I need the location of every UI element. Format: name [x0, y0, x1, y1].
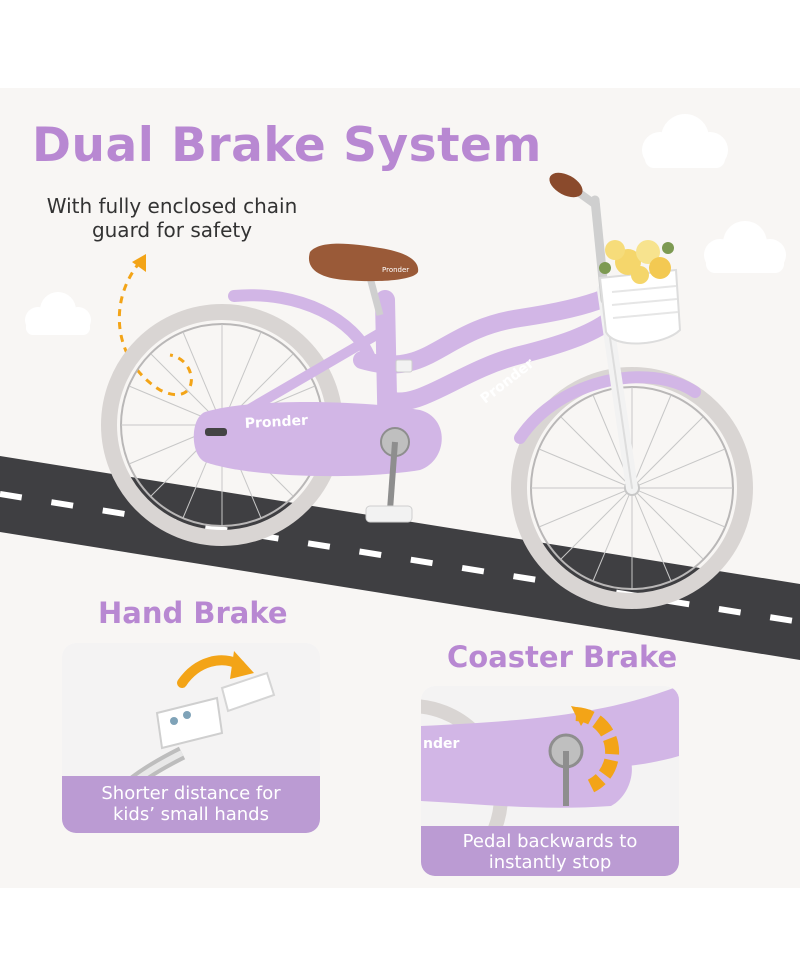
flower-basket-icon [598, 240, 682, 345]
hand-brake-caption: Shorter distance for kids’ small hands [62, 776, 320, 833]
dashed-arrow-icon [117, 261, 193, 397]
coaster-brake-caption-line: Pedal backwards to [462, 831, 638, 852]
saddle-brand-label: Pronder [382, 266, 409, 274]
hand-brake-title: Hand Brake [98, 596, 288, 630]
chain-guard-note-line: guard for safety [91, 218, 253, 242]
frame-brand-label: Pronder [244, 413, 308, 432]
hand-brake-caption-line: Shorter distance for [101, 783, 281, 804]
cloud-icon [642, 114, 728, 168]
hand-brake-caption-line: kids’ small hands [113, 804, 269, 825]
cloud-icon [704, 221, 786, 273]
chain-guard-note-line: With fully enclosed chain [46, 194, 298, 218]
road [0, 456, 800, 660]
crank-and-pedal [365, 359, 413, 523]
coaster-brake-card: nder Pedal backwards to instantly stop [421, 686, 679, 876]
front-fender [514, 371, 701, 444]
handlebar-grip [549, 172, 583, 198]
inset-brand-label: nder [423, 736, 459, 752]
saddle [308, 243, 419, 282]
rotation-arrow-icon [571, 706, 620, 793]
cloud-icon [25, 292, 91, 335]
main-title: Dual Brake System [32, 118, 542, 173]
coaster-brake-caption: Pedal backwards to instantly stop [421, 826, 679, 876]
coaster-brake-caption-line: instantly stop [488, 852, 612, 873]
hand-brake-card: Shorter distance for kids’ small hands [62, 643, 320, 833]
coaster-brake-title: Coaster Brake [447, 640, 678, 674]
chain-guard-note: With fully enclosed chain guard for safe… [22, 194, 322, 242]
chain-guard [193, 402, 442, 477]
